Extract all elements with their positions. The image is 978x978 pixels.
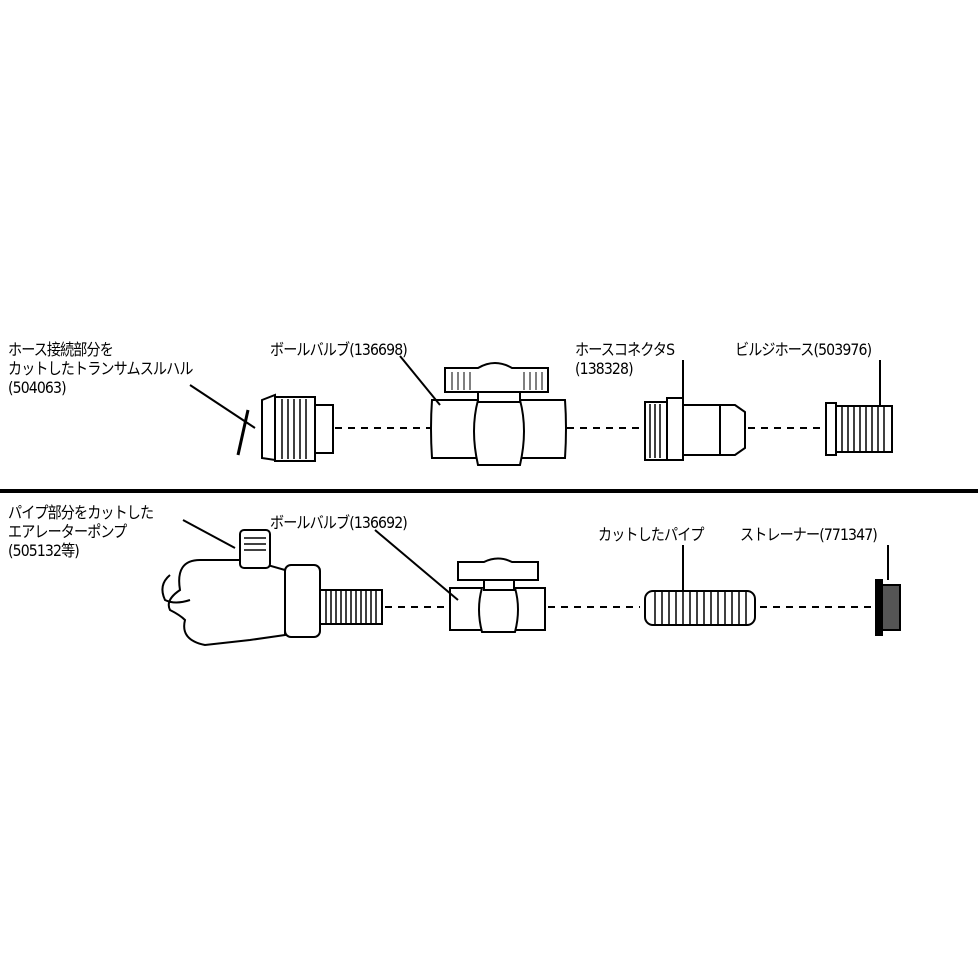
bilge-hose-label: ビルジホース(503976) bbox=[735, 340, 872, 359]
label-line: (504063) bbox=[8, 378, 67, 397]
label-line: (505132等) bbox=[8, 541, 80, 560]
ball-valve-large-label: ボールバルブ(136698) bbox=[270, 340, 408, 359]
ball-valve-small-drawing bbox=[374, 529, 546, 633]
strainer-label: ストレーナー(771347) bbox=[740, 525, 878, 544]
aerator-pump-label: パイプ部分をカットした エアレーターポンプ (505132等) bbox=[8, 503, 154, 560]
cut-pipe-label: カットしたパイプ bbox=[598, 525, 704, 544]
ball-valve-small-label: ボールバルブ(136692) bbox=[270, 513, 408, 532]
hose-connector-label: ホースコネクタS (138328) bbox=[575, 340, 675, 378]
label-line: エアレーターポンプ bbox=[8, 522, 127, 541]
label-line: (138328) bbox=[575, 359, 634, 378]
hose-connector-drawing bbox=[644, 360, 746, 461]
bilge-hose-drawing bbox=[825, 360, 893, 456]
ball-valve-large-drawing bbox=[399, 355, 567, 466]
label-line: パイプ部分をカットした bbox=[8, 503, 154, 522]
label-line: ホースコネクタS bbox=[575, 340, 675, 359]
label-line: カットしたトランサムスルハル bbox=[8, 359, 193, 378]
aerator-pump-drawing bbox=[161, 519, 383, 647]
thru-hull-drawing bbox=[189, 384, 334, 462]
label-line: ホース接続部分を bbox=[8, 340, 114, 359]
cut-pipe-drawing bbox=[644, 545, 756, 626]
strainer-drawing bbox=[875, 545, 901, 636]
thru-hull-label: ホース接続部分を カットしたトランサムスルハル (504063) bbox=[8, 340, 193, 397]
